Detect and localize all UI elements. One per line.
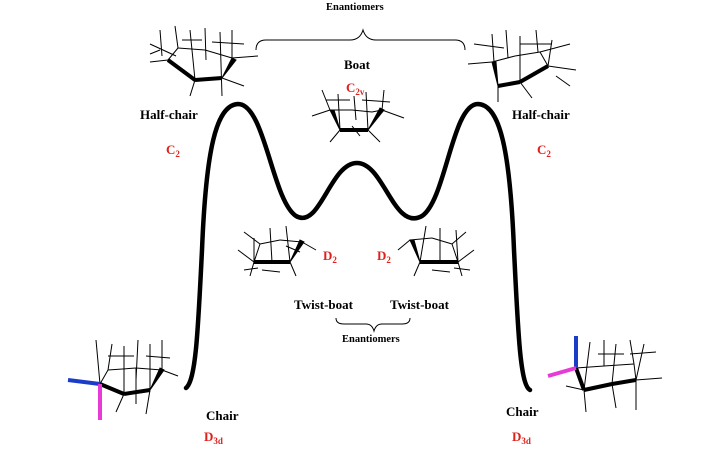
half-chair-right-symmetry: C2 [537,142,551,159]
chair-left-structure [95,339,179,415]
boat-structure [311,89,405,143]
half-chair-left-symmetry: C2 [166,142,180,159]
chair-right-equatorial-bond [547,366,577,378]
twist-boat-label-left: Twist-boat [294,297,353,312]
chair-label-right: Chair [506,404,539,419]
twist-boat-label-right: Twist-boat [390,297,449,312]
half-chair-label-right: Half-chair [512,107,570,122]
twist-boat-right-structure [397,225,475,277]
chair-left-symmetry: D3d [204,429,223,446]
enantiomers-label-bottom: Enantiomers [342,334,400,345]
twist-boat-right-symmetry: D2 [377,248,391,265]
twist-boat-left-symmetry: D2 [323,248,337,265]
half-chair-label-left: Half-chair [140,107,198,122]
boat-label: Boat [344,57,370,72]
chair-label-left: Chair [206,408,239,423]
half-chair-right-structure [467,29,577,102]
energy-curve [183,101,533,393]
half-chair-left-structure [149,25,259,97]
twist-boat-left-structure [237,225,317,277]
enantiomers-brace-bottom [335,317,411,333]
boat-symmetry: C2v [346,80,365,97]
chair-right-symmetry: D3d [512,429,531,446]
enantiomers-brace-top [255,28,466,51]
enantiomers-label-top: Enantiomers [326,2,384,13]
chair-right-structure [565,339,663,413]
chair-left-axial-bond [67,378,101,386]
